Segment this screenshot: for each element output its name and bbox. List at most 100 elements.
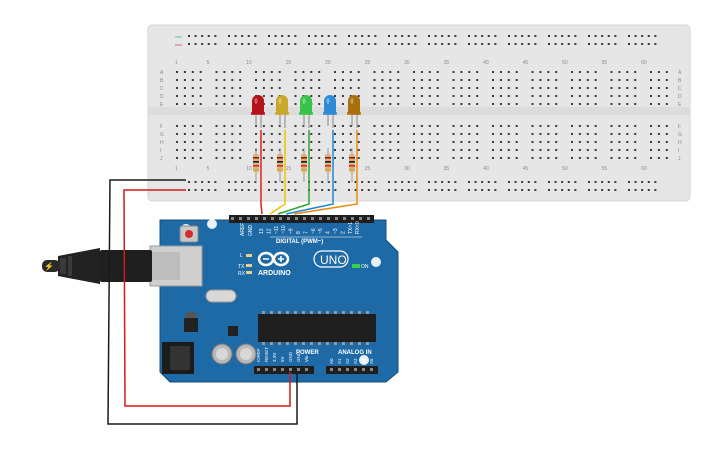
hole: [176, 133, 178, 135]
row-label: I: [160, 148, 161, 154]
hole: [657, 157, 660, 159]
usb-cable[interactable]: ⚡: [42, 248, 152, 284]
hole: [634, 95, 637, 97]
hole: [176, 157, 178, 159]
hole: [507, 71, 510, 73]
hole: [310, 141, 313, 143]
hole: [349, 149, 352, 151]
hole: [539, 125, 542, 127]
hole: [318, 71, 321, 73]
rail-hole: [354, 189, 357, 191]
hole: [468, 133, 471, 135]
hole: [420, 87, 423, 89]
rail-hole: [548, 181, 550, 183]
hole: [452, 141, 455, 143]
hole: [397, 71, 400, 73]
hole: [515, 95, 518, 97]
hole: [357, 141, 360, 143]
rail-hole: [447, 35, 450, 37]
hole: [436, 71, 439, 73]
hole: [199, 149, 202, 151]
led-highlight: [254, 98, 258, 104]
rail-hole: [281, 189, 284, 191]
hole: [278, 87, 281, 89]
rail-hole: [521, 189, 524, 191]
hole: [199, 71, 202, 73]
hole: [176, 125, 178, 127]
hole: [515, 103, 518, 105]
hole: [349, 71, 352, 73]
power-pin-label: GND: [296, 351, 301, 362]
rail-hole: [188, 35, 190, 37]
hole: [594, 133, 597, 135]
hole: [634, 87, 637, 89]
hole: [270, 87, 273, 89]
breadboard[interactable]: 1155101015152020252530303535404045455050…: [147, 24, 691, 202]
analog-pin: [346, 368, 349, 371]
rail-hole: [508, 189, 510, 191]
hole: [341, 71, 344, 73]
hole: [586, 79, 589, 81]
hole: [492, 103, 494, 105]
rail-hole: [641, 181, 644, 183]
gnd-wire[interactable]: [107, 179, 298, 425]
resistor-band: [253, 169, 259, 171]
rail-hole: [194, 35, 197, 37]
rail-hole: [508, 35, 510, 37]
hole: [389, 87, 392, 89]
microcontroller-pins: [262, 311, 369, 345]
rail-hole: [654, 35, 657, 37]
5v-wire[interactable]: [123, 189, 291, 407]
hole: [539, 79, 542, 81]
hole: [515, 133, 518, 135]
rail-hole: [327, 35, 330, 37]
hole: [270, 133, 273, 135]
hole: [318, 141, 321, 143]
hole: [176, 103, 178, 105]
rail-hole: [441, 189, 444, 191]
hole: [357, 157, 360, 159]
rail-hole: [428, 35, 430, 37]
rail-hole: [614, 189, 617, 191]
hole: [373, 87, 376, 89]
hole: [397, 133, 400, 135]
hole: [341, 133, 344, 135]
analog-header[interactable]: [326, 366, 378, 374]
rail-hole: [594, 35, 597, 37]
hole: [610, 141, 613, 143]
hole: [389, 157, 392, 159]
rail-hole: [281, 181, 284, 183]
ic-pin: [318, 311, 321, 314]
hole: [239, 71, 242, 73]
hole: [310, 71, 313, 73]
hole: [302, 79, 305, 81]
rail-hole: [388, 189, 390, 191]
hole: [262, 95, 265, 97]
digital-pin-label: 12: [266, 228, 272, 234]
hole: [515, 141, 518, 143]
hole: [665, 79, 668, 81]
hole: [571, 125, 573, 127]
rail-hole: [268, 35, 270, 37]
rail-hole: [407, 35, 410, 37]
ic-pin: [358, 342, 361, 345]
ic-pin: [302, 342, 305, 345]
hole: [476, 133, 479, 135]
hole: [389, 95, 392, 97]
rail-hole: [354, 43, 357, 45]
rail-hole: [188, 189, 190, 191]
ic-pin: [342, 311, 345, 314]
hole: [468, 149, 471, 151]
hole: [397, 157, 400, 159]
hole: [626, 149, 629, 151]
analog-pin-label: A3: [353, 358, 358, 364]
resistor-band: [301, 161, 307, 163]
column-label: 20: [325, 60, 331, 66]
rail-hole: [367, 189, 370, 191]
digital-header[interactable]: [229, 215, 374, 223]
hole: [420, 103, 423, 105]
hole: [578, 71, 581, 73]
rail-hole: [327, 43, 330, 45]
rail-hole: [527, 35, 530, 37]
